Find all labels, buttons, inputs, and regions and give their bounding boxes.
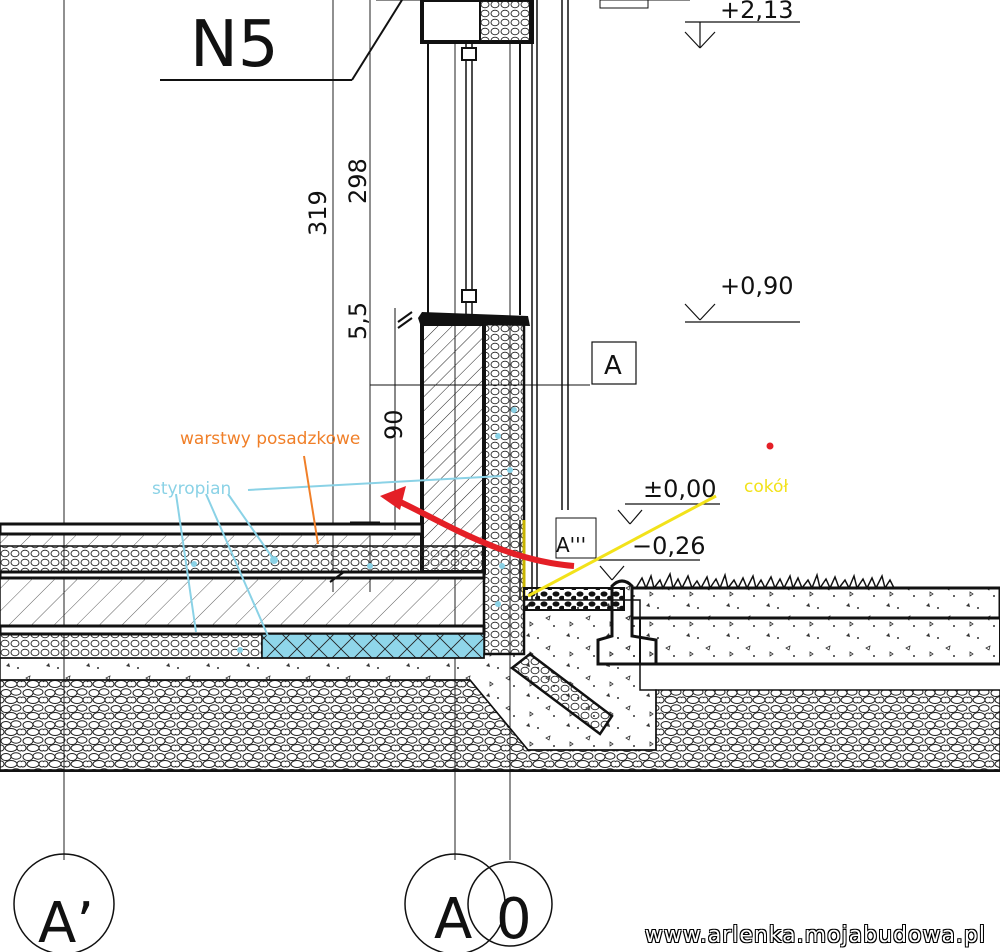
exterior-paving <box>523 571 1000 666</box>
window-frame <box>376 0 690 600</box>
red-arrow-curve <box>394 497 575 569</box>
red-dot <box>766 442 774 450</box>
plinth-label: cokół <box>744 477 788 497</box>
level-marks <box>595 21 800 581</box>
section-mark-a: A <box>604 351 622 381</box>
plinth-leader <box>527 494 717 598</box>
grass <box>635 571 895 591</box>
detail-leader <box>160 0 403 81</box>
watermark: www.arlenka.mojabudowa.pl <box>644 923 986 948</box>
foundation <box>0 599 1000 772</box>
floor-layers-label: warstwy posadzkowe <box>180 429 360 449</box>
level-minus-0-26: −0,26 <box>632 532 706 560</box>
level-0-00: ±0,00 <box>643 475 717 503</box>
axis-label-0: 0 <box>496 887 532 952</box>
styrofoam-label: styropian <box>152 479 231 499</box>
styrofoam-dots <box>191 407 517 653</box>
masonry-wall <box>420 322 526 656</box>
styrofoam-leaders <box>175 475 503 637</box>
section-mark-a-frame <box>591 341 637 385</box>
detail-label: N5 <box>190 8 279 82</box>
axis-bubbles <box>13 853 553 952</box>
level-plus-2-13: +2,13 <box>720 0 794 24</box>
floor-layers-leader <box>303 455 319 545</box>
level-plus-0-90: +0,90 <box>720 272 794 300</box>
dimension-90: 90 <box>380 409 408 440</box>
red-arrow-head <box>380 486 406 510</box>
dimension-298: 298 <box>344 158 372 204</box>
dimension-319: 319 <box>304 190 332 236</box>
dimension-5-5: 5,5 <box>344 302 372 340</box>
floor-layers <box>0 522 486 659</box>
axis-label-a: A <box>434 887 472 952</box>
section-mark-a3-frame <box>555 517 597 559</box>
axis-label-a-prime: A’ <box>38 891 94 952</box>
section-mark-a3: A''' <box>556 533 586 557</box>
